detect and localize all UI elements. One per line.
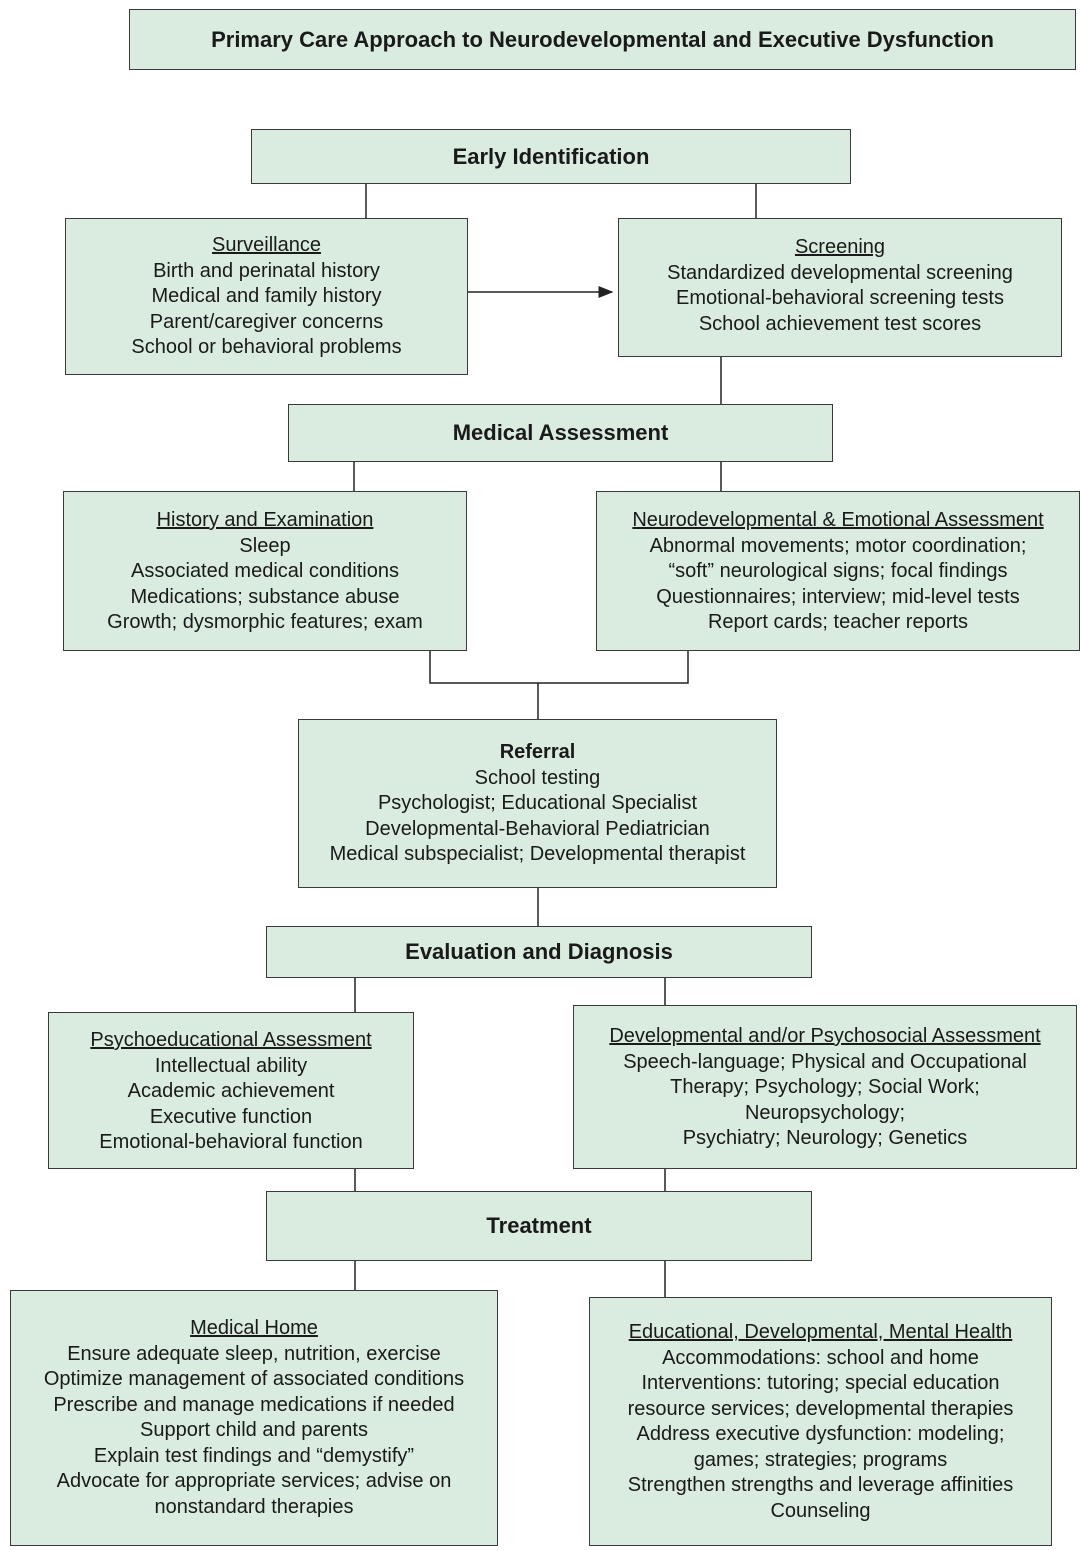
surveillance-item: Medical and family history [151, 285, 382, 307]
psychoed-item: Emotional-behavioral function [99, 1131, 363, 1153]
neuro-item: “soft” neurological signs; focal finding… [668, 560, 1008, 582]
medical-home-item: nonstandard therapies [154, 1495, 354, 1518]
referral-title: Referral [499, 741, 576, 763]
treatment-header: Treatment [486, 1213, 592, 1239]
medical-home-item: Optimize management of associated condit… [43, 1368, 465, 1390]
history-examination-title: History and Examination [156, 509, 374, 531]
history-examination-box: History and Examination Sleep Associated… [63, 491, 467, 651]
psychoed-item: Executive function [149, 1105, 313, 1128]
evaluation-diagnosis-header: Evaluation and Diagnosis [405, 939, 673, 965]
medical-home-box: Medical Home Ensure adequate sleep, nutr… [10, 1290, 498, 1546]
history-item: Medications; substance abuse [130, 585, 400, 608]
early-identification-box: Early Identification [251, 129, 851, 184]
devpsych-item: Speech-language; Physical and Occupation… [623, 1050, 1027, 1073]
screening-item: Emotional-behavioral screening tests [676, 287, 1004, 309]
evaluation-diagnosis-box: Evaluation and Diagnosis [266, 926, 812, 978]
educational-mental-health-box: Educational, Developmental, Mental Healt… [589, 1297, 1052, 1546]
neurodevelopmental-assessment-box: Neurodevelopmental & Emotional Assessmen… [596, 491, 1080, 651]
devpsych-item: Psychiatry; Neurology; Genetics [682, 1127, 968, 1149]
surveillance-item: School or behavioral problems [131, 336, 402, 358]
edu-item: Strengthen strengths and leverage affini… [627, 1474, 1014, 1496]
medical-home-item: Explain test findings and “demystify” [93, 1444, 415, 1467]
neurodevelopmental-title: Neurodevelopmental & Emotional Assessmen… [632, 509, 1044, 531]
edu-item: games; strategies; programs [693, 1448, 948, 1471]
referral-item: School testing [474, 766, 601, 789]
surveillance-box: Surveillance Birth and perinatal history… [65, 218, 468, 375]
history-item: Sleep [239, 534, 291, 557]
neuro-item: Report cards; teacher reports [707, 611, 969, 633]
treatment-box: Treatment [266, 1191, 812, 1261]
neuro-item: Abnormal movements; motor coordination; [649, 534, 1027, 557]
medical-assessment-box: Medical Assessment [288, 404, 833, 462]
devpsych-item: Neuropsychology; [744, 1101, 906, 1124]
diagram-title-text: Primary Care Approach to Neurodevelopmen… [211, 26, 994, 52]
edu-item: resource services; developmental therapi… [627, 1397, 1014, 1420]
psychoed-item: Academic achievement [127, 1080, 335, 1102]
diagram-title: Primary Care Approach to Neurodevelopmen… [129, 9, 1076, 70]
developmental-psychosocial-title: Developmental and/or Psychosocial Assess… [609, 1025, 1041, 1047]
surveillance-item: Parent/caregiver concerns [149, 310, 384, 333]
medical-home-item: Support child and parents [140, 1419, 368, 1441]
medical-home-title: Medical Home [190, 1317, 318, 1339]
referral-item: Medical subspecialist; Developmental the… [329, 843, 746, 865]
screening-item: School achievement test scores [698, 312, 982, 335]
screening-box: Screening Standardized developmental scr… [618, 218, 1062, 357]
medical-home-item: Advocate for appropriate services; advis… [56, 1470, 452, 1492]
educational-mental-health-title: Educational, Developmental, Mental Healt… [628, 1321, 1013, 1343]
history-item: Associated medical conditions [131, 560, 399, 582]
edu-item: Address executive dysfunction: modeling; [636, 1423, 1005, 1445]
referral-box: Referral School testing Psychologist; Ed… [298, 719, 777, 888]
early-identification-header: Early Identification [452, 143, 650, 169]
screening-item: Standardized developmental screening [667, 261, 1013, 284]
screening-title: Screening [794, 236, 886, 258]
history-item: Growth; dysmorphic features; exam [107, 611, 423, 633]
surveillance-title: Surveillance [212, 234, 321, 256]
psychoed-item: Intellectual ability [154, 1054, 308, 1077]
psychoeducational-title: Psychoeducational Assessment [90, 1029, 372, 1051]
neuro-item: Questionnaires; interview; mid-level tes… [656, 585, 1020, 608]
surveillance-item: Birth and perinatal history [153, 259, 380, 282]
referral-item: Developmental-Behavioral Pediatrician [365, 817, 710, 840]
psychoeducational-assessment-box: Psychoeducational Assessment Intellectua… [48, 1012, 414, 1169]
medical-home-item: Ensure adequate sleep, nutrition, exerci… [67, 1342, 441, 1365]
devpsych-item: Therapy; Psychology; Social Work; [670, 1076, 980, 1098]
connector-assessment-to-referral [429, 651, 689, 684]
medical-home-item: Prescribe and manage medications if need… [53, 1393, 455, 1416]
edu-item: Counseling [770, 1499, 871, 1522]
edu-item: Accommodations: school and home [662, 1346, 979, 1369]
edu-item: Interventions: tutoring; special educati… [641, 1372, 1000, 1394]
referral-item: Psychologist; Educational Specialist [377, 792, 698, 814]
developmental-psychosocial-box: Developmental and/or Psychosocial Assess… [573, 1005, 1077, 1169]
medical-assessment-header: Medical Assessment [452, 420, 669, 446]
